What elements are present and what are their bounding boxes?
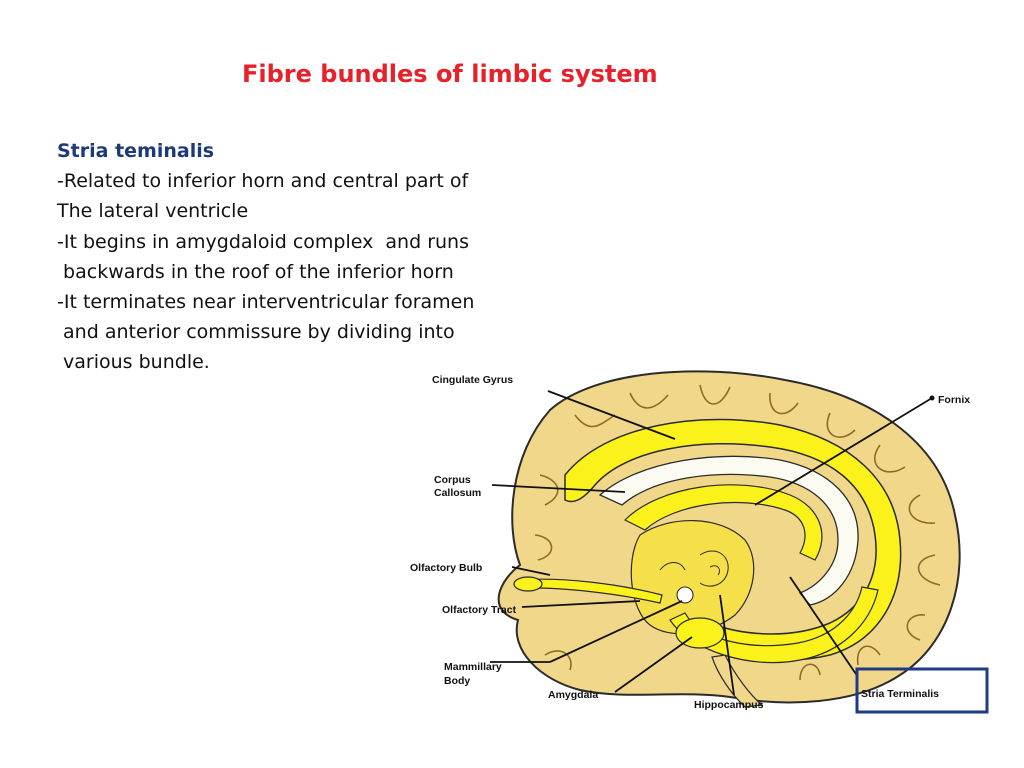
- mammillary-body: [676, 586, 694, 604]
- hippocampal-formation: [669, 586, 879, 664]
- body-text: Stria teminalis -Related to inferior hor…: [57, 136, 527, 378]
- label-amygdala: Amygdala: [548, 689, 598, 701]
- label-mammillary-line2: Body: [444, 675, 470, 687]
- section-heading: Stria teminalis: [57, 140, 215, 162]
- olfactory-tract: [519, 578, 663, 604]
- slide-title: Fibre bundles of limbic system: [242, 60, 658, 88]
- label-cingulate-gyrus: Cingulate Gyrus: [432, 374, 513, 386]
- stria-terminalis-highlight-box: [855, 667, 989, 714]
- label-mammillary-line1: Mammillary: [444, 661, 502, 673]
- label-olfactory-bulb: Olfactory Bulb: [410, 562, 482, 574]
- body-line: -Related to inferior horn and central pa…: [57, 170, 469, 193]
- brain-illustration: Cingulate Gyrus Fornix Corpus Callosum O…: [410, 370, 989, 714]
- body-line: -It begins in amygdaloid complex and run…: [57, 230, 469, 253]
- limbic-system-diagram: Cingulate Gyrus Fornix Corpus Callosum O…: [400, 355, 992, 725]
- label-corpus-callosum-line1: Corpus: [434, 474, 471, 486]
- leader-dot: [929, 395, 935, 401]
- label-corpus-callosum-line2: Callosum: [434, 487, 481, 499]
- body-line: various bundle.: [57, 351, 210, 374]
- leader-lines: [490, 390, 933, 696]
- label-fornix: Fornix: [938, 394, 970, 406]
- body-line: -It terminates near interventricular for…: [57, 291, 475, 314]
- label-hippocampus: Hippocampus: [694, 699, 764, 711]
- body-line: and anterior commissure by dividing into: [57, 321, 455, 344]
- olfactory-bulb: [513, 576, 543, 592]
- brainstem: [711, 654, 764, 708]
- label-stria-terminalis: Stria Terminalis: [861, 688, 939, 700]
- body-line: backwards in the roof of the inferior ho…: [57, 260, 454, 283]
- body-line: The lateral ventricle: [57, 200, 249, 223]
- fornix: [623, 484, 823, 561]
- inner-details: [659, 550, 729, 587]
- label-olfactory-tract: Olfactory Tract: [442, 604, 517, 616]
